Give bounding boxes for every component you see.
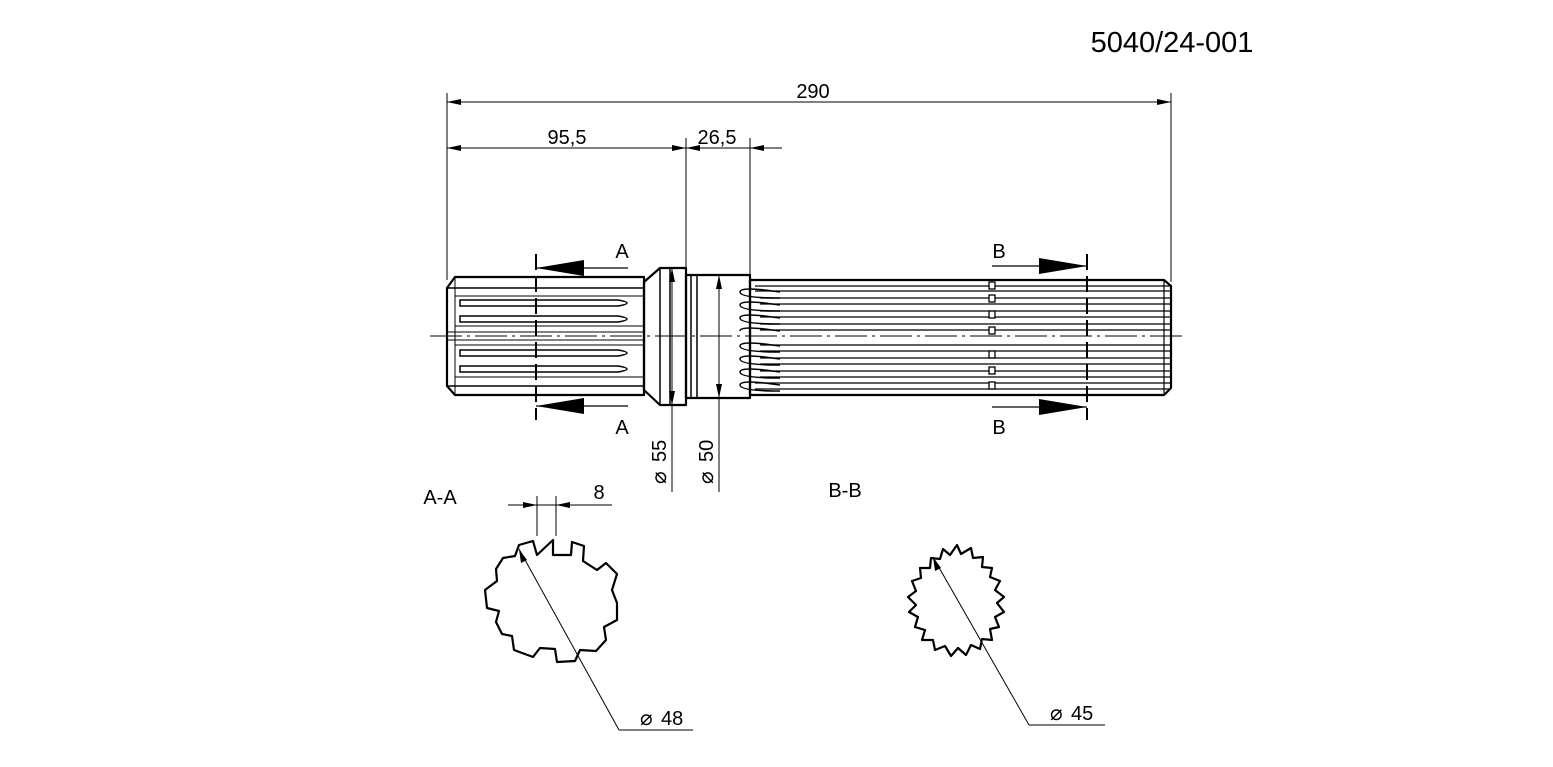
- dim-key-width-label: 8: [593, 482, 604, 504]
- dim-overall-length-label: 290: [796, 81, 829, 103]
- cross-section-b: ⌀ 45: [906, 543, 1105, 726]
- cross-section-a: ⌀ 48: [483, 538, 693, 731]
- dim-spline-length: 95,5: [447, 127, 687, 268]
- section-a-top-label: A: [615, 241, 629, 263]
- section-b-bottom-label: B: [992, 417, 1005, 439]
- dim-neck-diameter-label: 50: [696, 440, 718, 462]
- dim-collar-diameter-label: 55: [649, 440, 671, 462]
- section-b-title: B-B: [828, 480, 861, 502]
- section-a-bottom-label: A: [615, 417, 629, 439]
- part-number: 5040/24-001: [1091, 27, 1254, 59]
- dim-collar-width-label: 26,5: [698, 127, 737, 149]
- section-marker-a: A A: [535, 241, 629, 439]
- dim-spline-length-label: 95,5: [548, 127, 587, 149]
- dim-section-a-diameter-label: 48: [661, 708, 683, 730]
- dim-section-b-diameter-symbol: ⌀: [1050, 702, 1063, 725]
- left-spline-body: [445, 275, 646, 397]
- dim-collar-diameter-symbol: ⌀: [648, 471, 671, 484]
- dim-collar-width: 26,5: [686, 127, 782, 275]
- collar: [642, 266, 688, 407]
- section-a-title: A-A: [423, 487, 457, 509]
- dim-overall-length: 290: [446, 81, 1172, 282]
- section-b-top-label: B: [992, 241, 1005, 263]
- dim-collar-diameter: ⌀ 55: [648, 268, 675, 492]
- dim-neck-diameter: ⌀ 50: [695, 275, 722, 492]
- dim-neck-diameter-symbol: ⌀: [695, 471, 718, 484]
- right-spline-body: [739, 278, 1173, 397]
- dim-key-width: 8: [508, 482, 612, 536]
- dim-section-a-diameter-symbol: ⌀: [640, 707, 653, 730]
- section-marker-b: B B: [992, 241, 1088, 439]
- dim-section-b-diameter-label: 45: [1071, 703, 1093, 725]
